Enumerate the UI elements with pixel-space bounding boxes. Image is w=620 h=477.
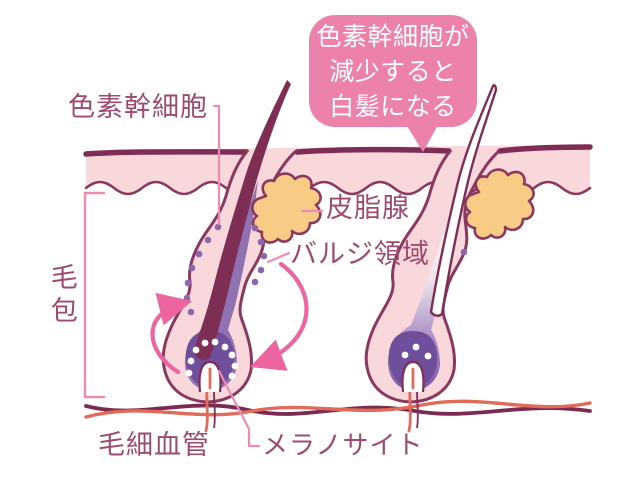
speech-bubble bbox=[309, 15, 477, 152]
label-bulge-region: バルジ領域 bbox=[290, 239, 430, 270]
speech-bubble-text: 色素幹細胞が 減少すると 白髪になる bbox=[309, 15, 477, 127]
speech-bubble-line: 減少すると bbox=[329, 56, 457, 86]
skin-surface-line bbox=[294, 146, 452, 155]
label-sebaceous-gland: 皮脂腺 bbox=[326, 193, 410, 224]
label-hair-follicle: 毛包 bbox=[45, 263, 77, 329]
skin-surface-line bbox=[497, 144, 593, 154]
bulge-region-connector bbox=[266, 251, 291, 264]
speech-bubble-line: 白髪になる bbox=[329, 91, 457, 121]
speech-bubble-line: 色素幹細胞が bbox=[316, 21, 470, 51]
white-hair-shaft bbox=[429, 84, 498, 317]
pigmented-hair-shaft bbox=[193, 80, 291, 360]
capillary-network bbox=[84, 399, 592, 419]
skin-surface-line bbox=[83, 149, 250, 157]
label-pigment-stem-cell: 色素幹細胞 bbox=[68, 92, 208, 123]
sebaceous-gland-left bbox=[251, 172, 322, 244]
label-melanocyte: メラノサイト bbox=[262, 431, 424, 461]
hair-follicle-bracket bbox=[83, 191, 106, 399]
annotation-connectors bbox=[212, 104, 324, 448]
melanocyte-dots bbox=[185, 338, 432, 380]
label-capillary: 毛細血管 bbox=[98, 430, 210, 461]
melanocyte-connector bbox=[217, 369, 261, 448]
migration-arrows bbox=[150, 261, 309, 375]
speech-bubble-shape bbox=[309, 15, 477, 127]
migration-arrow-right bbox=[250, 261, 309, 371]
migration-arrow-left bbox=[150, 292, 193, 375]
sebaceous-gland-right bbox=[464, 168, 535, 240]
pigment-stem-cell-connector bbox=[212, 104, 221, 226]
